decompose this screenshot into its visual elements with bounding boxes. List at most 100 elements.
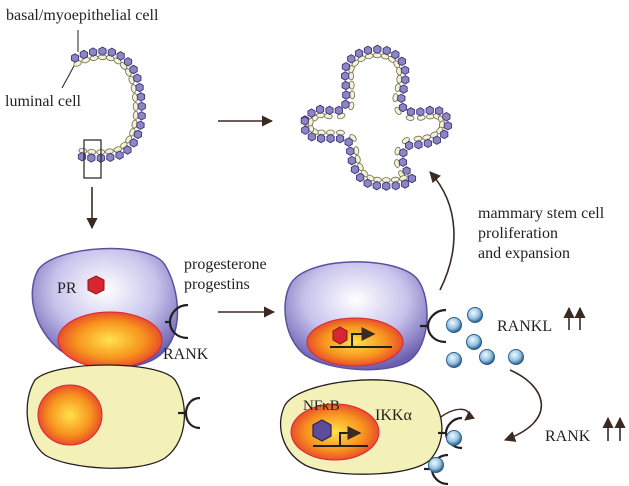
luminal-cell — [87, 153, 96, 163]
luminal-cell — [342, 90, 351, 100]
rank-receptor-right — [426, 308, 447, 344]
luminal-cell — [137, 101, 146, 112]
luminal-cell — [347, 54, 356, 64]
arrow-rankl-to-rank — [503, 369, 543, 442]
luminal-cell — [334, 105, 343, 116]
pr-hexagon-icon — [87, 275, 105, 295]
basal-cell-label: basal/myoepithelial cell — [6, 7, 159, 24]
rankl-ligands — [428, 307, 524, 473]
selection-box — [83, 139, 102, 179]
luminal-cell — [363, 45, 373, 56]
luminal-cell — [391, 49, 400, 60]
pr-label: PR — [57, 280, 77, 297]
rankl-ligand — [466, 334, 482, 350]
luminal-cell — [398, 157, 408, 167]
luminal-cell — [136, 92, 146, 102]
luminal-cell — [107, 47, 116, 58]
luminal-cell — [79, 49, 88, 60]
rankl-ligand — [467, 307, 483, 323]
luminal-cell — [423, 138, 432, 149]
luminal-cell — [326, 133, 335, 144]
luminal-cell — [432, 135, 441, 145]
luminal-cell — [88, 47, 98, 57]
luminal-cell — [335, 133, 345, 144]
luminal-cell — [347, 155, 356, 166]
luminal-cell — [316, 133, 326, 144]
luminal-cell — [307, 108, 316, 118]
activated-nucleus — [306, 317, 404, 367]
basal-cell — [349, 90, 356, 100]
pr-negative-nucleus — [37, 384, 103, 446]
luminal-cell — [341, 80, 350, 91]
luminal-cell — [136, 120, 145, 130]
luminal-cell — [350, 164, 360, 175]
luminal-cell — [400, 179, 410, 189]
luminal-cell — [115, 150, 124, 160]
pr-bound-hexagon-icon — [332, 326, 348, 345]
luminal-cell — [123, 57, 133, 67]
basal-cell — [132, 102, 139, 111]
luminal-cell — [129, 138, 138, 148]
luminal-cell — [106, 152, 115, 163]
luminal-cell — [135, 82, 144, 93]
luminal-cell — [316, 104, 325, 115]
luminal-cell — [397, 56, 406, 67]
luminal-cell — [137, 111, 146, 121]
luminal-cell — [382, 45, 391, 56]
luminal-cell — [414, 139, 423, 150]
luminal-cell — [399, 148, 408, 158]
luminal-cell — [443, 121, 453, 131]
luminal-cell — [363, 178, 372, 189]
luminal-cell — [70, 53, 80, 63]
luminal-cell — [341, 61, 351, 72]
basal-cell — [348, 80, 355, 90]
luminal-cell — [391, 180, 400, 191]
luminal-cell — [344, 137, 353, 147]
luminal-cell — [435, 106, 444, 116]
luminal-cell — [301, 125, 310, 135]
luminal-cell — [407, 173, 417, 184]
stem-cell-label-3: and expansion — [478, 245, 570, 262]
transcription-arrow-icon — [351, 327, 376, 347]
ikka-label: IKKα — [375, 407, 412, 424]
luminal-cell — [354, 48, 364, 59]
luminal-cell — [401, 75, 410, 85]
rank-label-left: RANK — [163, 346, 209, 363]
luminal-cell — [416, 107, 425, 117]
luminal-cell — [346, 146, 355, 156]
arrow-stem-cell-expansion — [429, 171, 455, 291]
luminal-cell — [442, 111, 451, 122]
luminal-cell — [399, 84, 408, 94]
luminal-cell — [356, 172, 365, 183]
luminal-cell — [341, 71, 350, 81]
luminal-cell — [406, 107, 415, 117]
pr-cell-nucleus — [57, 311, 163, 369]
luminal-cell — [133, 129, 143, 140]
nfkb-transcription-arrow-icon — [339, 426, 362, 446]
rankl-label: RANKL — [497, 318, 552, 335]
rankl-ligand — [508, 349, 524, 365]
stem-cell-label-2: proliferation — [478, 225, 558, 242]
luminal-cell — [382, 181, 391, 191]
luminal-cell — [405, 140, 414, 151]
luminal-cell — [307, 132, 316, 142]
luminal-cell — [398, 102, 408, 113]
luminal-cell — [133, 73, 142, 83]
rankl-ligand — [446, 352, 462, 368]
luminal-cell — [397, 93, 406, 104]
luminal-cell — [325, 105, 334, 116]
luminal-cell — [425, 105, 434, 116]
luminal-cell-pointer — [61, 65, 75, 89]
luminal-cell — [400, 65, 410, 76]
luminal-cell — [440, 129, 449, 140]
luminal-cell — [300, 116, 309, 126]
nfkb-hexagon-icon — [312, 419, 332, 442]
luminal-cell-label: luminal cell — [5, 93, 82, 110]
luminal-cell — [372, 180, 381, 191]
nfkb-label: NFκB — [303, 398, 340, 414]
progesterone-label: progesterone — [184, 256, 267, 273]
stem-cell-label-1: mammary stem cell — [478, 205, 605, 222]
luminal-cell — [373, 44, 382, 55]
rankl-ligand — [446, 317, 462, 333]
